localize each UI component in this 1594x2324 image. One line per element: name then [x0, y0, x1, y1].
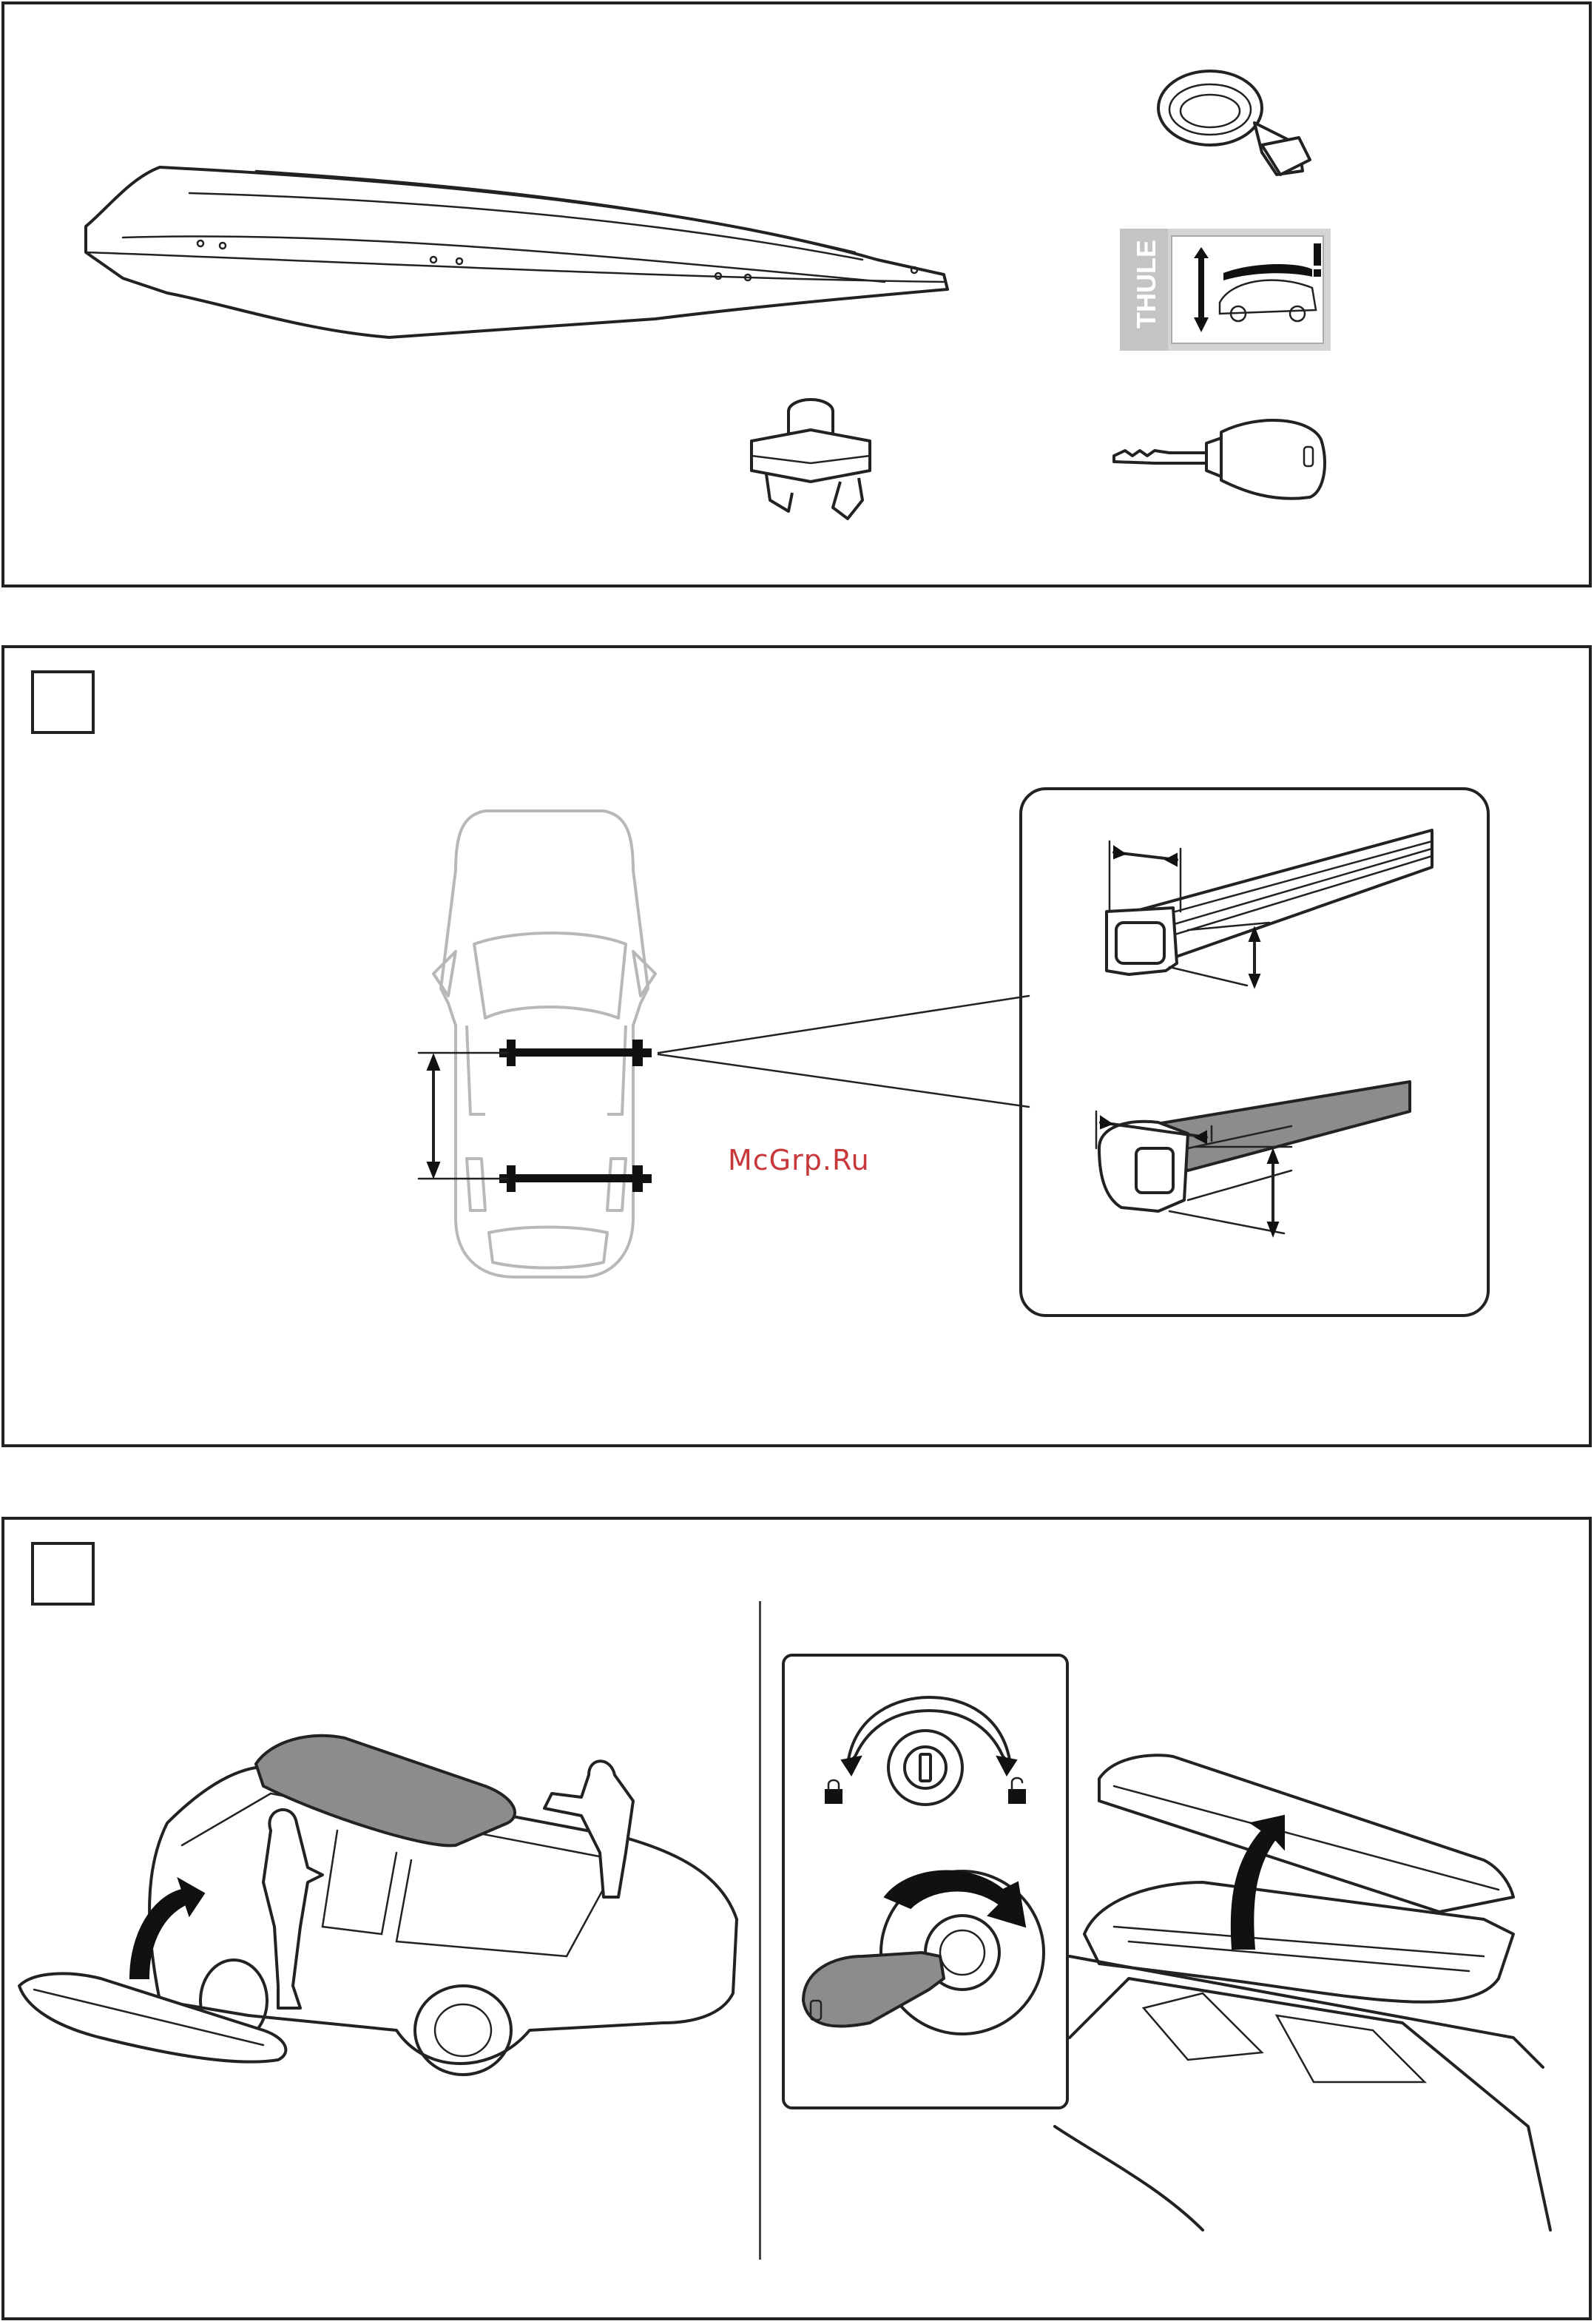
roof-bar-profile-icon [1018, 786, 1491, 1318]
strap-icon [1151, 64, 1328, 189]
rotate-arrow-icon [885, 1871, 1025, 1927]
cross-bars-icon [374, 1033, 670, 1262]
unlock-icon [1009, 1778, 1025, 1803]
lock-icon [825, 1780, 842, 1803]
sticker-logo: THULE [1131, 240, 1161, 329]
roof-box-icon [78, 149, 959, 356]
step-1-panel: McGrp.Ru [1, 645, 1592, 1447]
watermark-text: McGrp.Ru [728, 1144, 870, 1176]
load-box-onto-car-icon [12, 1705, 744, 2186]
key-icon [1110, 410, 1332, 506]
step-2-number-box [31, 1542, 95, 1606]
open-roof-box-icon [1070, 1712, 1558, 2245]
mounting-clamp-icon [737, 389, 885, 522]
step-2-panel [1, 1517, 1592, 2320]
step-1-number-box [31, 670, 95, 734]
sticker-icon: THULE [1120, 229, 1331, 351]
panel-divider [759, 1601, 761, 2260]
lock-detail-icon [781, 1653, 1070, 2112]
contents-panel: THULE [1, 1, 1592, 587]
